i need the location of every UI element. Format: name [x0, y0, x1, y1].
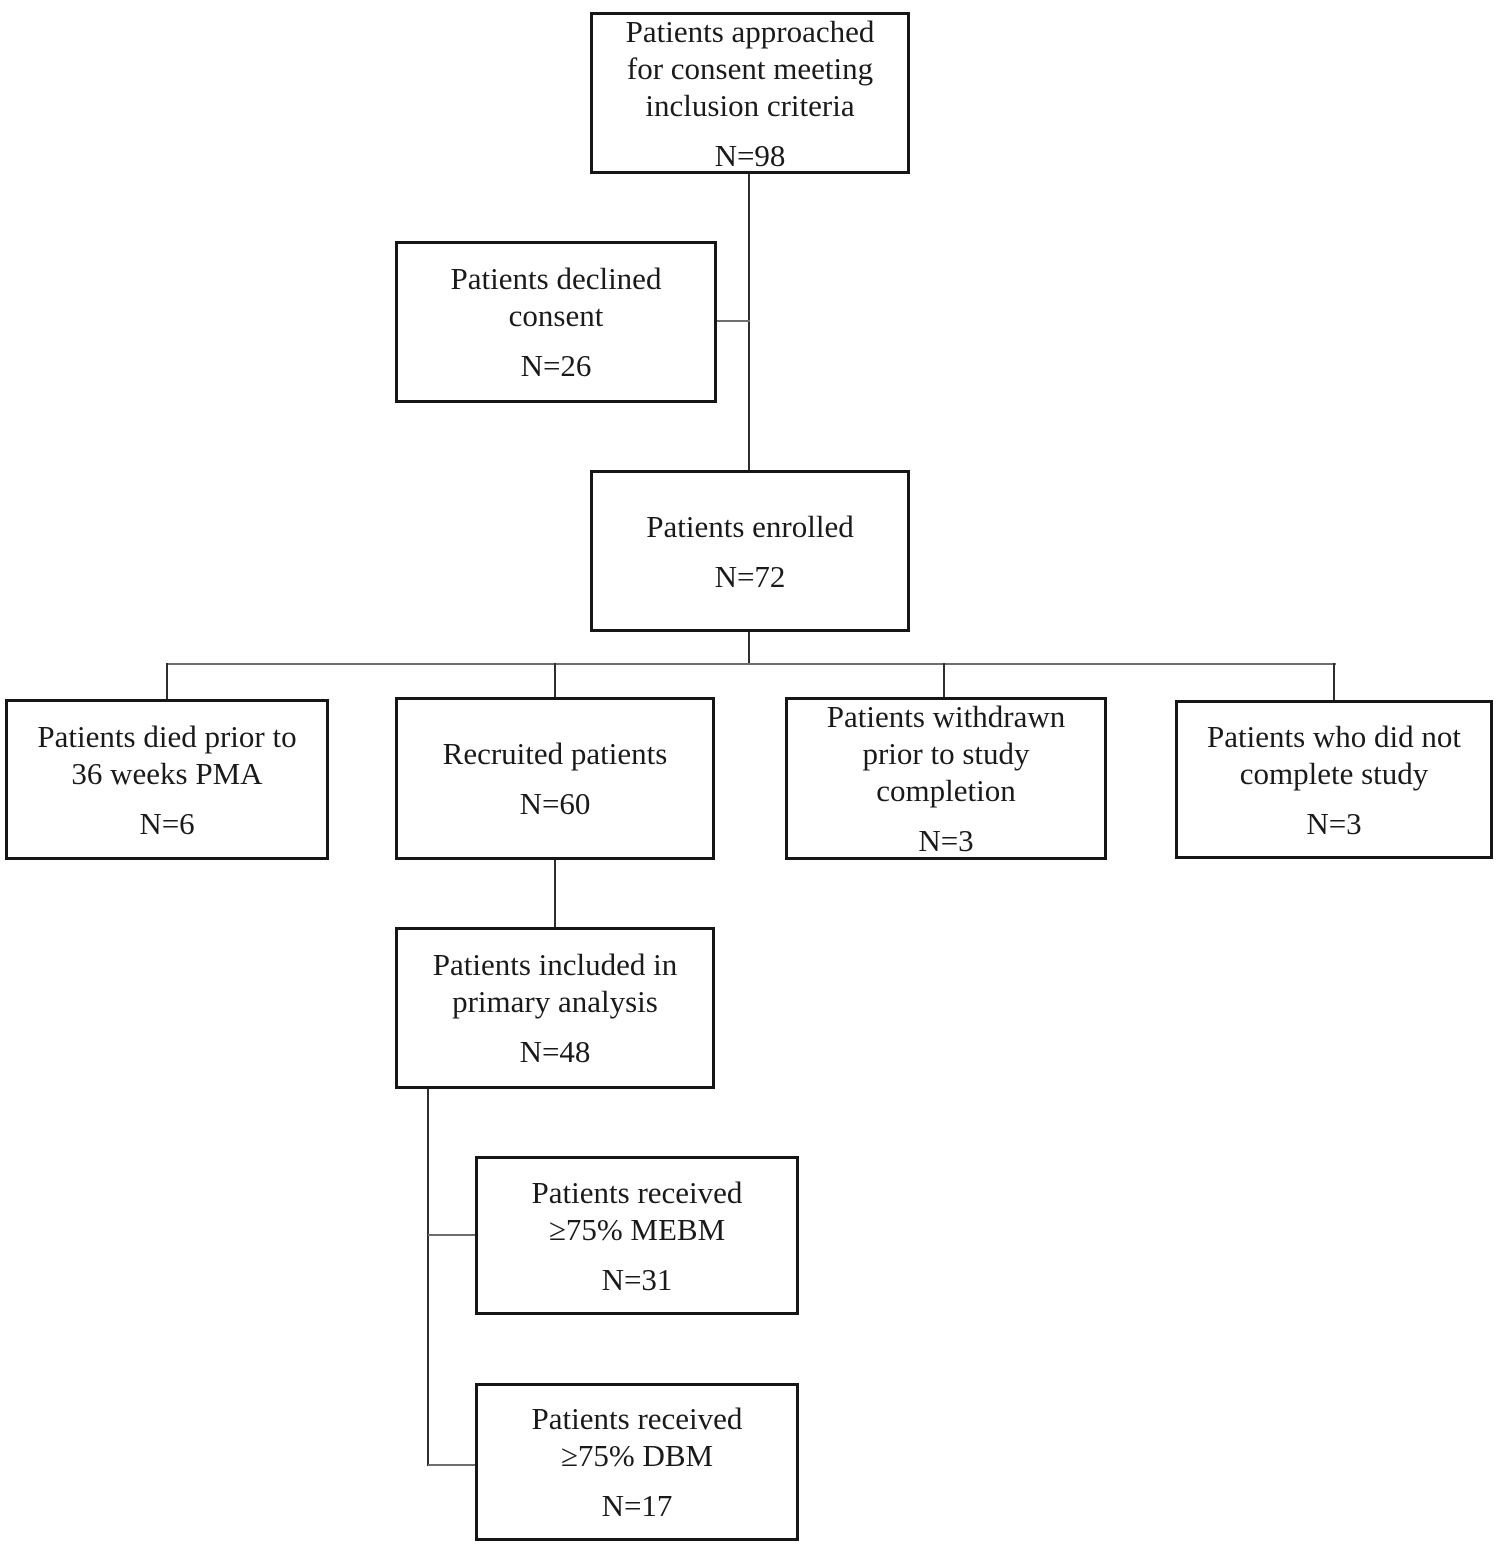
connector-branch-to-withdrawn — [943, 663, 945, 697]
node-patients-declined-consent: Patients declined consent N=26 — [395, 241, 717, 403]
node-patients-did-not-complete: Patients who did not complete study N=3 — [1175, 700, 1493, 859]
connector-declined-branch — [717, 320, 750, 322]
node-count: N=48 — [519, 1034, 591, 1069]
node-count: N=98 — [714, 137, 786, 173]
node-patients-included-primary-analysis: Patients included in primary analysis N=… — [395, 927, 715, 1089]
node-count: N=31 — [601, 1261, 673, 1297]
node-label: Patients enrolled — [646, 508, 854, 544]
node-recruited-patients: Recruited patients N=60 — [395, 697, 715, 860]
connector-recruited-to-included — [554, 860, 556, 927]
connector-branch-horizontal — [166, 663, 1336, 665]
connector-branch-to-died — [166, 663, 168, 699]
node-count: N=72 — [714, 558, 786, 594]
node-label: Patients received ≥75% MEBM — [531, 1174, 743, 1247]
node-count: N=60 — [519, 786, 591, 821]
node-label: Patients declined consent — [450, 261, 662, 333]
node-patients-enrolled: Patients enrolled N=72 — [590, 470, 910, 632]
node-count: N=3 — [918, 823, 974, 858]
node-patients-died: Patients died prior to 36 weeks PMA N=6 — [5, 699, 329, 860]
node-label: Patients included in primary analysis — [432, 947, 678, 1019]
node-patients-withdrawn: Patients withdrawn prior to study comple… — [785, 697, 1107, 860]
node-count: N=6 — [139, 805, 195, 841]
node-label: Patients received ≥75% DBM — [531, 1401, 743, 1473]
node-count: N=3 — [1306, 805, 1362, 841]
node-patients-approached: Patients approached for consent meeting … — [590, 12, 910, 174]
node-label: Patients withdrawn prior to study comple… — [826, 699, 1066, 808]
node-label: Patients who did not complete study — [1206, 718, 1462, 791]
connector-branch-to-notcomplete — [1333, 663, 1335, 700]
node-patients-received-dbm: Patients received ≥75% DBM N=17 — [475, 1383, 799, 1541]
node-label: Recruited patients — [442, 736, 668, 771]
node-patients-received-mebm: Patients received ≥75% MEBM N=31 — [475, 1156, 799, 1315]
node-count: N=17 — [601, 1488, 673, 1523]
connector-to-dbm — [428, 1464, 475, 1466]
connector-enrolled-to-branch — [748, 632, 750, 665]
node-label: Patients died prior to 36 weeks PMA — [37, 718, 297, 791]
node-count: N=26 — [520, 348, 592, 383]
connector-to-mebm — [428, 1234, 475, 1236]
connector-included-vertical — [427, 1088, 429, 1466]
connector-branch-to-recruited — [554, 663, 556, 697]
node-label: Patients approached for consent meeting … — [625, 13, 875, 123]
